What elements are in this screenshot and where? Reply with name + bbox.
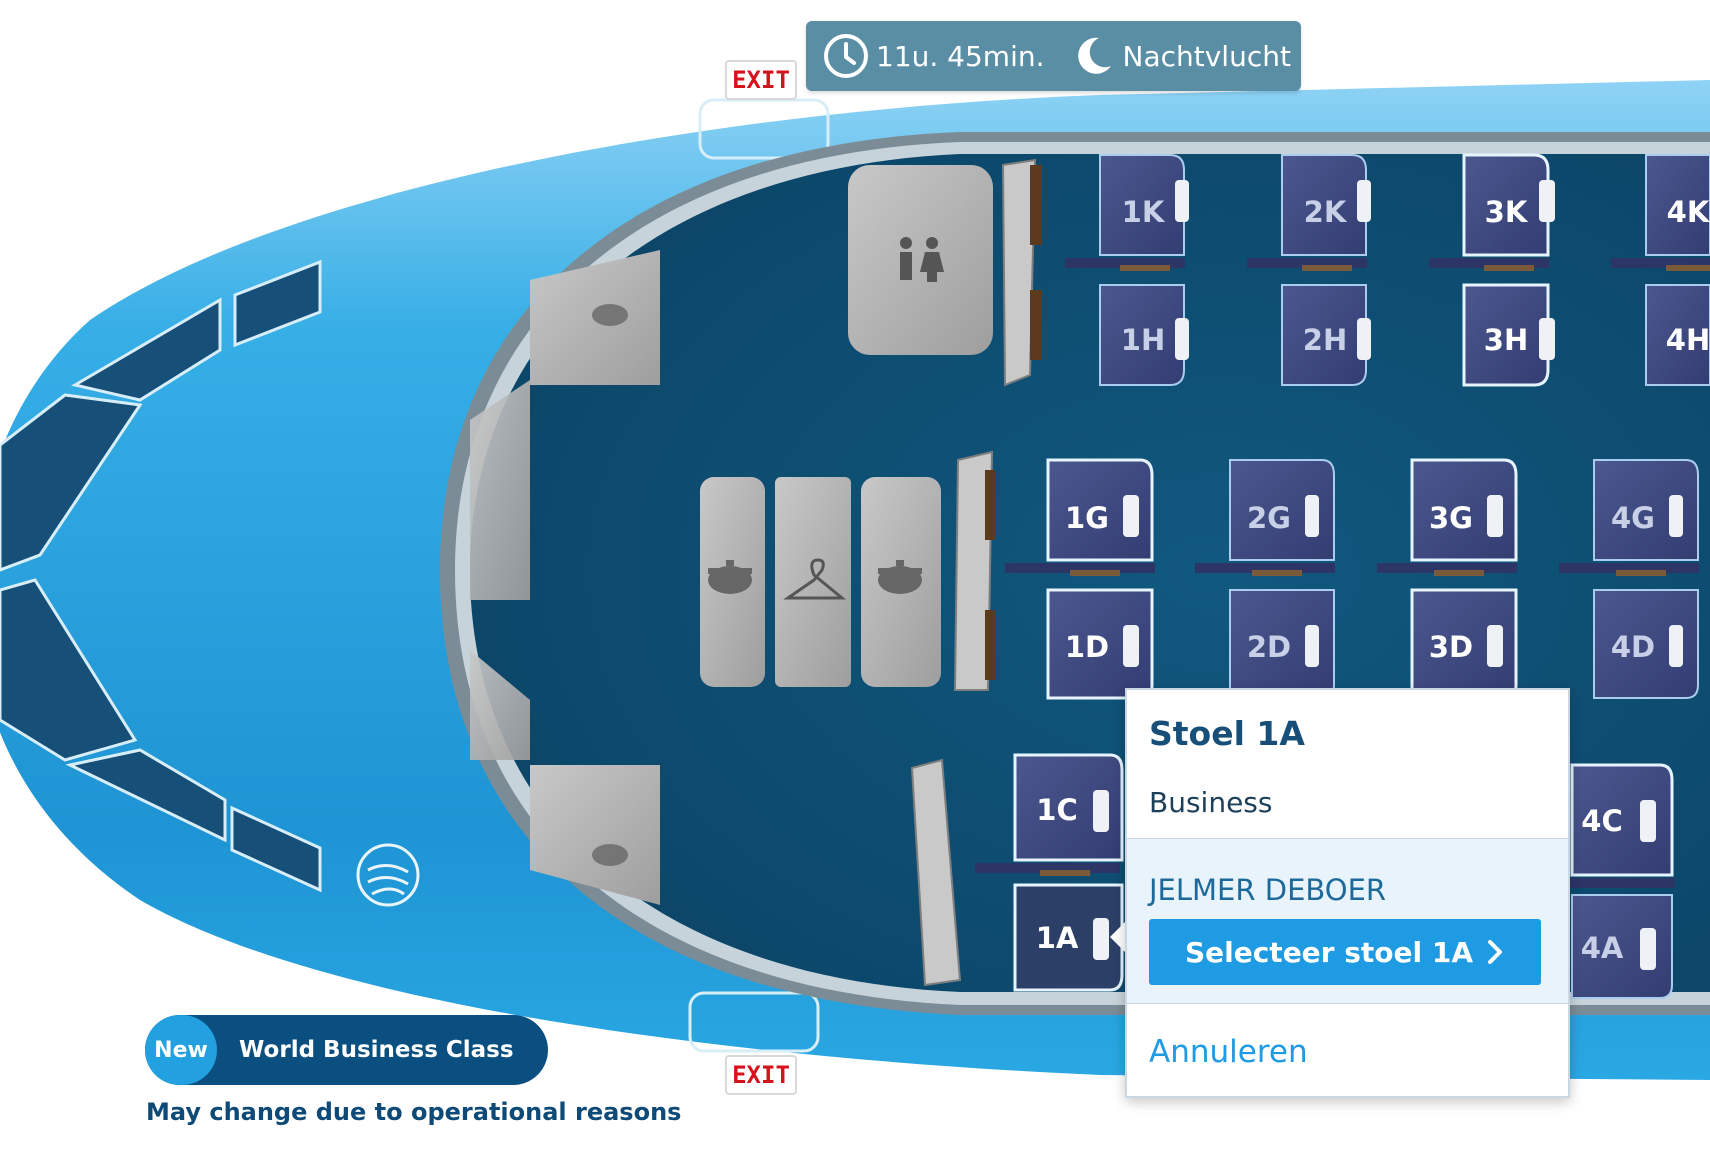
cabin-class-label: Business bbox=[1149, 786, 1273, 819]
exit-sign-top: EXIT bbox=[725, 60, 797, 100]
lavatory-icon bbox=[900, 237, 944, 282]
popup-title: Stoel 1A bbox=[1149, 714, 1305, 753]
moon-icon bbox=[1077, 37, 1111, 74]
seat-4G[interactable]: 4G bbox=[1611, 501, 1655, 535]
seat-1H[interactable]: 1H bbox=[1120, 323, 1166, 357]
clock-icon bbox=[824, 34, 868, 78]
seat-2K[interactable]: 2K bbox=[1303, 195, 1347, 229]
operational-disclaimer: May change due to operational reasons bbox=[146, 1098, 682, 1126]
seat-3H[interactable]: 3H bbox=[1483, 323, 1529, 357]
partition-walls-group bbox=[910, 158, 1037, 987]
cancel-link[interactable]: Annuleren bbox=[1149, 1034, 1308, 1070]
cabin-badge-label: World Business Class bbox=[239, 1037, 514, 1063]
popup-pointer bbox=[1110, 920, 1127, 954]
seat-1G[interactable]: 1G bbox=[1065, 501, 1109, 535]
passenger-name: JELMER DEBOER bbox=[1149, 873, 1387, 907]
skyteam-logo bbox=[356, 843, 420, 907]
new-badge: New bbox=[145, 1015, 217, 1085]
seat-1C[interactable]: 1C bbox=[1036, 793, 1078, 827]
seat-4H[interactable]: 4H bbox=[1665, 323, 1710, 357]
seat-1K[interactable]: 1K bbox=[1121, 195, 1165, 229]
seat-3D[interactable]: 3D bbox=[1428, 630, 1474, 664]
seat-4A[interactable]: 4A bbox=[1580, 931, 1624, 965]
seat-4D[interactable]: 4D bbox=[1610, 630, 1656, 664]
flight-duration: 11u. 45min. bbox=[876, 39, 1045, 73]
seat-2H[interactable]: 2H bbox=[1302, 323, 1348, 357]
seat-2G[interactable]: 2G bbox=[1247, 501, 1291, 535]
cockpit-windows-group bbox=[0, 259, 322, 893]
seat-4K[interactable]: 4K bbox=[1666, 195, 1710, 229]
passenger-section: JELMER DEBOER Selecteer stoel 1A bbox=[1127, 838, 1568, 1004]
cabin-badge: New World Business Class bbox=[145, 1015, 548, 1085]
coat-hanger-icon bbox=[783, 558, 847, 600]
seat-1D[interactable]: 1D bbox=[1064, 630, 1110, 664]
select-seat-label: Selecteer stoel 1A bbox=[1184, 935, 1474, 969]
flight-info-bar: 11u. 45min. Nachtvlucht bbox=[806, 21, 1301, 91]
cooking-pot-icon bbox=[592, 304, 922, 866]
seat-4C[interactable]: 4C bbox=[1581, 804, 1623, 838]
seat-3K[interactable]: 3K bbox=[1484, 195, 1528, 229]
seat-selection-popup: Stoel 1A Business JELMER DEBOER Selectee… bbox=[1125, 688, 1570, 1098]
seat-2D[interactable]: 2D bbox=[1246, 630, 1292, 664]
chevron-right-icon bbox=[1488, 940, 1503, 964]
exit-sign-bottom: EXIT bbox=[725, 1055, 797, 1095]
seat-3G[interactable]: 3G bbox=[1429, 501, 1473, 535]
select-seat-button[interactable]: Selecteer stoel 1A bbox=[1149, 919, 1541, 985]
seat-1A[interactable]: 1A bbox=[1035, 921, 1079, 955]
flight-type: Nachtvlucht bbox=[1122, 39, 1291, 73]
